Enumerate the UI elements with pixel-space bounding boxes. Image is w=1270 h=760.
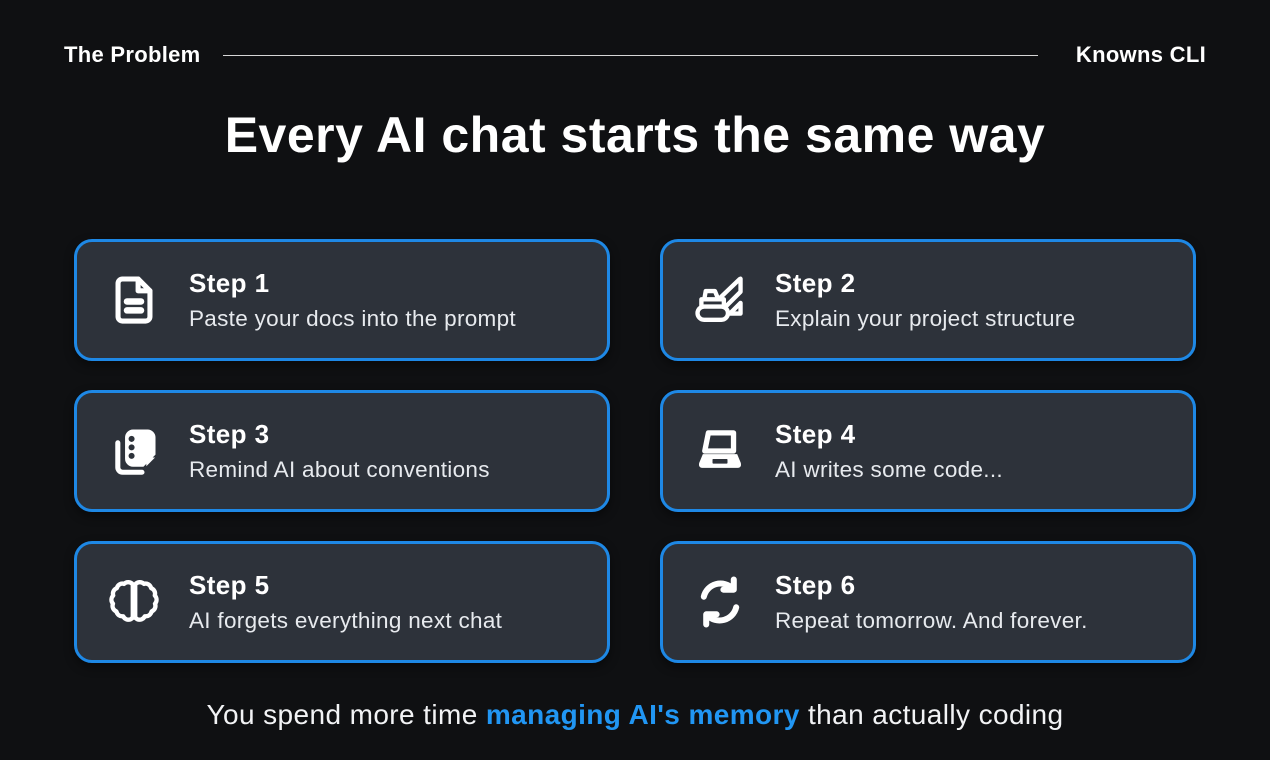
step-description: Paste your docs into the prompt [189,305,516,331]
header-left-label: The Problem [64,42,201,67]
header-divider-line [222,54,1038,56]
footer-highlight: managing AI's memory [485,698,800,730]
step-card-text: Step 4 AI writes some code... [775,419,1003,483]
laptop-icon [691,422,749,480]
step-card-2: Step 2 Explain your project structure [660,238,1196,361]
step-card-text: Step 2 Explain your project structure [775,268,1075,332]
steps-grid: Step 1 Paste your docs into the prompt [74,238,1196,663]
notes-icon [105,422,163,480]
step-description: AI writes some code... [775,456,1003,482]
bulldozer-icon [691,271,749,329]
step-card-text: Step 5 AI forgets everything next chat [189,570,502,634]
document-icon [105,271,163,329]
header: The Problem Knowns CLI [64,42,1206,68]
step-label: Step 3 [189,418,270,449]
footer-tagline: You spend more time managing AI's memory… [0,699,1270,731]
step-card-3: Step 3 Remind AI about conventions [74,389,610,512]
step-card-1: Step 1 Paste your docs into the prompt [74,238,610,361]
step-card-5: Step 5 AI forgets everything next chat [74,540,610,663]
header-right-label: Knowns CLI [1075,42,1206,67]
step-label: Step 1 [189,267,270,298]
step-label: Step 4 [775,418,856,449]
step-card-text: Step 3 Remind AI about conventions [189,419,490,483]
brain-icon [105,573,163,631]
step-card-text: Step 1 Paste your docs into the prompt [189,268,516,332]
step-description: Remind AI about conventions [189,456,490,482]
page-title: Every AI chat starts the same way [224,107,1046,163]
step-label: Step 6 [775,569,856,600]
step-card-4: Step 4 AI writes some code... [660,389,1196,512]
step-description: AI forgets everything next chat [189,607,503,633]
step-card-6: Step 6 Repeat tomorrow. And forever. [660,540,1196,663]
footer-suffix: than actually coding [799,698,1064,730]
step-label: Step 5 [189,569,270,600]
step-description: Repeat tomorrow. And forever. [775,607,1088,633]
step-description: Explain your project structure [775,305,1076,331]
step-card-text: Step 6 Repeat tomorrow. And forever. [775,570,1088,634]
footer-prefix: You spend more time [206,698,486,730]
step-label: Step 2 [775,267,856,298]
refresh-icon [691,573,749,631]
